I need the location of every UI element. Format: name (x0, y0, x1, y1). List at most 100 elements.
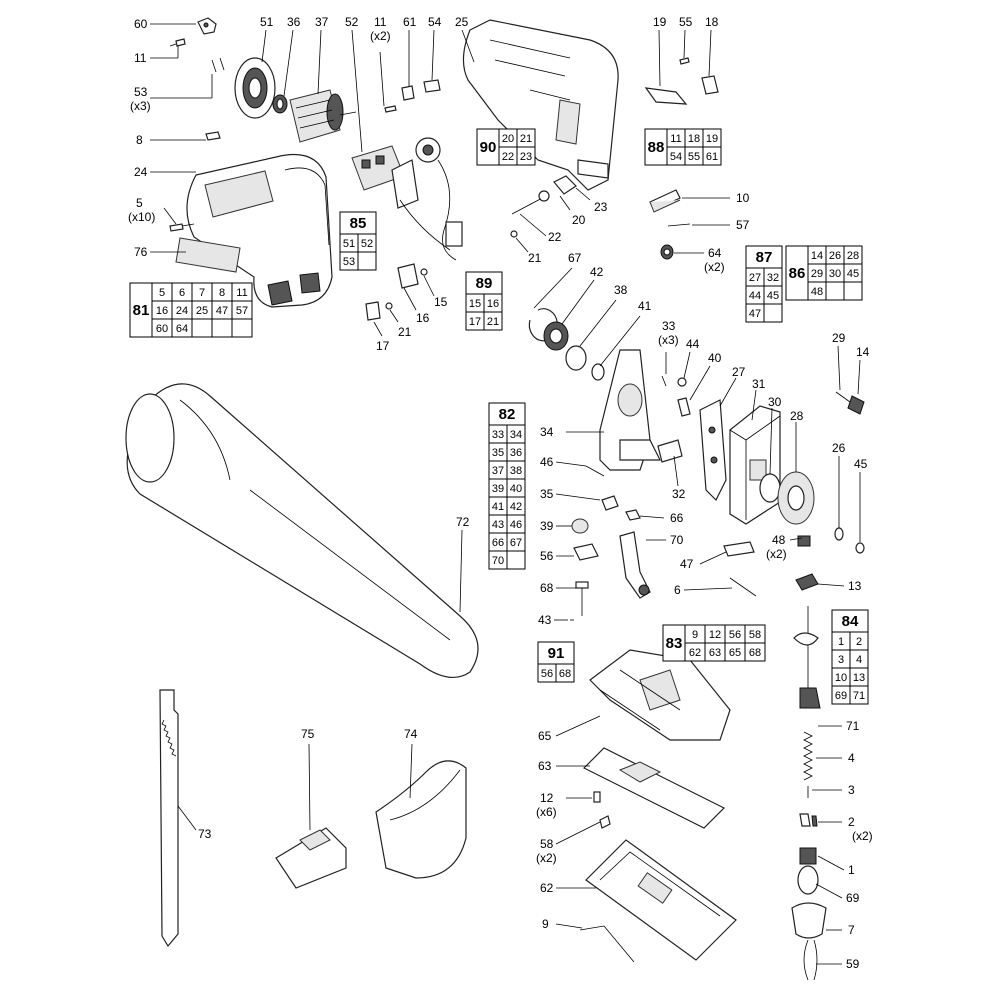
kit-cell-part: 48 (811, 286, 823, 298)
kit-cell-part: 16 (156, 305, 168, 317)
kit-cell-part: 47 (749, 308, 761, 320)
kit-cell-part: 27 (749, 272, 761, 284)
kit-cell-part: 37 (492, 465, 504, 477)
kit-cell-part: 21 (487, 316, 499, 328)
label-5: 5 (136, 196, 143, 210)
label-58: 58 (540, 837, 554, 851)
kit-cell (516, 146, 536, 166)
part-63-plate (582, 747, 726, 829)
label-66: 66 (670, 511, 684, 525)
parts-artwork (125, 17, 865, 981)
label-39: 39 (540, 519, 554, 533)
label-63: 63 (538, 759, 552, 773)
label-48-qty: (x2) (766, 547, 787, 561)
label-74: 74 (404, 727, 418, 741)
kit-cell-part: 39 (492, 483, 504, 495)
part-57-pin (667, 223, 691, 227)
part-70-lever (619, 531, 651, 599)
label-10: 10 (736, 191, 750, 205)
label-11: 11 (134, 51, 147, 65)
label-57: 57 (736, 218, 750, 232)
kit-cell (231, 318, 253, 338)
label-67: 67 (568, 251, 582, 265)
kit-cell-part: 60 (156, 323, 168, 335)
kit-cell-part: 70 (492, 555, 504, 567)
kit-cell-part: 23 (520, 151, 532, 163)
label-30: 30 (768, 395, 782, 409)
kit-cell-part: 56 (541, 668, 553, 680)
kit-cell-part: 22 (502, 151, 514, 163)
label-4: 4 (848, 751, 855, 765)
label-11-b-qty: (x2) (370, 29, 391, 43)
kit-cell-part: 29 (811, 268, 823, 280)
label-20: 20 (572, 213, 586, 227)
kit-number: 84 (842, 613, 859, 630)
label-60: 60 (134, 17, 148, 31)
kit-cell-part: 11 (236, 287, 247, 299)
kit-cell-part: 16 (487, 298, 499, 310)
kit-cell-part: 1 (838, 636, 844, 648)
label-37: 37 (315, 15, 329, 29)
kit-cell-part: 32 (767, 272, 779, 284)
leader-lines (150, 23, 861, 965)
label-76: 76 (134, 245, 148, 259)
label-43: 43 (538, 613, 552, 627)
label-2-qty: (x2) (852, 829, 873, 843)
label-26: 26 (832, 441, 846, 455)
kit-cell-part: 67 (510, 537, 522, 549)
part-19-55-18 (644, 57, 719, 105)
label-53: 53 (134, 85, 148, 99)
kit-cell-part: 57 (236, 305, 248, 317)
kit-cell-part: 14 (811, 250, 823, 262)
kit-cell-part: 21 (520, 133, 532, 145)
kit-cell-part: 9 (692, 629, 698, 641)
kit-cell-part: 17 (469, 316, 481, 328)
kit-cell-part: 54 (670, 151, 682, 163)
part-29-14 (835, 391, 865, 415)
kit-cell-part: 43 (492, 519, 504, 531)
kit-cell-part: 2 (856, 636, 862, 648)
label-33-qty: (x3) (658, 333, 679, 347)
label-69: 69 (846, 891, 860, 905)
kit-cell-part: 38 (510, 465, 522, 477)
kit-cell-part: 41 (492, 501, 504, 513)
part-62-base (585, 839, 737, 961)
kit-cell-part: 53 (343, 256, 355, 268)
label-24: 24 (134, 165, 148, 179)
label-31: 31 (752, 377, 766, 391)
label-12: 12 (540, 791, 554, 805)
kit-cell (843, 281, 863, 301)
part-76-label (175, 237, 241, 273)
kit-cell (483, 311, 503, 331)
label-52: 52 (345, 15, 359, 29)
part-47-48-6 (723, 535, 811, 597)
kit-cell (191, 318, 213, 338)
kit-cell-part: 47 (216, 305, 228, 317)
kit-cell (825, 281, 845, 301)
part-15-16-17 (365, 263, 428, 321)
part-75-adapter (275, 827, 347, 889)
part-52-switch (351, 137, 463, 261)
kit-cell-part: 19 (706, 133, 718, 145)
kit-number: 89 (476, 275, 493, 292)
label-9: 9 (542, 917, 549, 931)
label-54: 54 (428, 15, 442, 29)
part-31-block (729, 405, 781, 525)
kit-cell-part: 63 (709, 647, 721, 659)
kit-cell-part: 61 (706, 151, 718, 163)
part-5-screw (169, 223, 195, 232)
kit-cell-part: 42 (510, 501, 522, 513)
label-45: 45 (854, 457, 868, 471)
part-36-ring (272, 94, 288, 114)
label-22: 22 (548, 230, 562, 244)
part-64-bushing (660, 244, 674, 260)
kit-cell-part: 71 (853, 690, 865, 702)
kit-cell-part: 12 (709, 629, 721, 641)
kit-number: 90 (480, 139, 497, 156)
label-36: 36 (287, 15, 301, 29)
